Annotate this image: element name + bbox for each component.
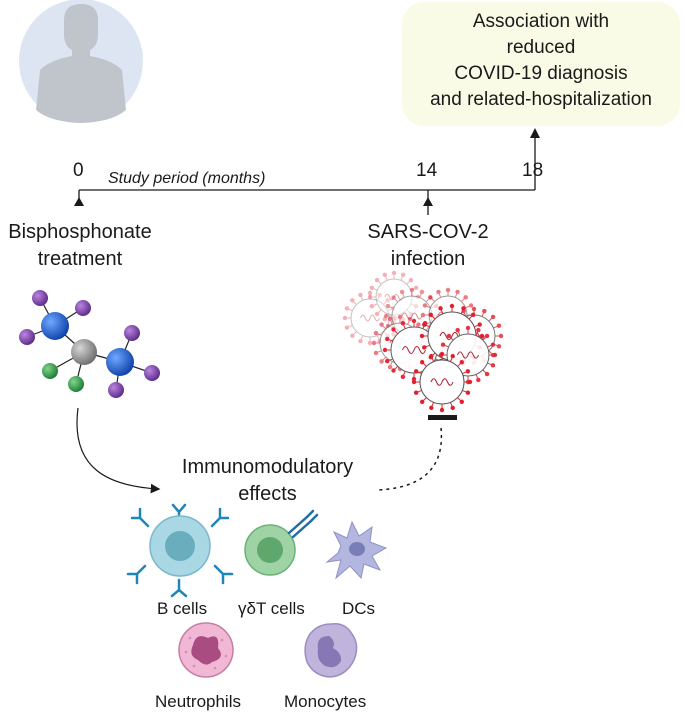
- timeline: [74, 128, 540, 215]
- infection-line-1: SARS-COV-2: [367, 221, 489, 243]
- monocytes-label: Monocytes: [284, 692, 367, 711]
- result-text: Association with reduced COVID-19 diagno…: [402, 9, 680, 113]
- dendritic-cell-icon: [325, 520, 388, 580]
- tick-18-arrow: [530, 128, 540, 138]
- tick-14-arrow: [423, 197, 433, 206]
- bisphosphonate-molecule-icon: [19, 290, 160, 398]
- result-line-3: COVID-19 diagnosis: [454, 63, 628, 84]
- effects-line-2: effects: [238, 483, 297, 505]
- gd-t-cells-label: γδT cells: [238, 599, 305, 618]
- sars-cov-2-virus-icon: [342, 270, 504, 413]
- result-line-2: reduced: [506, 37, 576, 58]
- treatment-line-2: treatment: [37, 248, 123, 270]
- tick-0-arrow: [74, 197, 84, 206]
- inhibition-bar: [428, 415, 457, 420]
- tick-label-0: 0: [73, 160, 84, 181]
- tick-label-18: 18: [522, 160, 544, 181]
- infection-label: SARS-COV-2 infection: [348, 219, 508, 273]
- study-period-label: Study period (months): [108, 170, 266, 187]
- patient-avatar: [19, 0, 143, 123]
- virus-to-effects-dashed-link: [377, 427, 443, 491]
- result-line-1: Association with: [472, 11, 610, 32]
- effects-label: Immunomodulatory effects: [160, 454, 375, 508]
- gd-t-cell-icon: [244, 509, 319, 576]
- virus-particle: [438, 325, 498, 385]
- treatment-line-1: Bisphosphonate: [8, 221, 152, 243]
- result-box: [402, 2, 680, 126]
- dcs-label: DCs: [342, 599, 376, 618]
- treatment-to-effects-arrow: [76, 407, 161, 494]
- result-line-4: and related-hospitalization: [430, 89, 652, 110]
- virus-particle: [411, 351, 473, 413]
- b-cell-icon: [126, 503, 234, 598]
- neutrophil-icon: [178, 622, 234, 678]
- effects-line-1: Immunomodulatory: [181, 456, 354, 478]
- b-cells-label: B cells: [157, 599, 208, 618]
- neutrophils-label: Neutrophils: [155, 692, 241, 711]
- tick-label-14: 14: [416, 160, 438, 181]
- person-silhouette-icon: [36, 4, 126, 123]
- infection-line-2: infection: [390, 248, 466, 270]
- treatment-label: Bisphosphonate treatment: [0, 219, 160, 273]
- monocyte-icon: [304, 622, 358, 678]
